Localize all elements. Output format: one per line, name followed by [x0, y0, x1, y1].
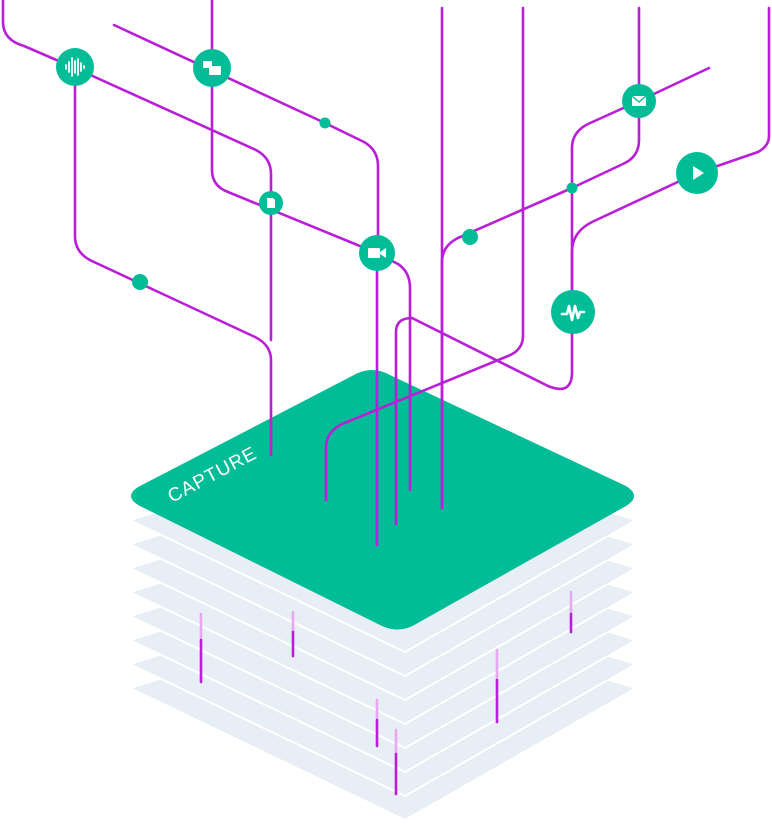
email-flap	[631, 95, 647, 103]
junction-dot	[132, 274, 148, 290]
junction-dot	[462, 229, 478, 245]
wire-path	[210, 0, 379, 547]
chat-bubbles-glyph	[203, 61, 221, 75]
video-camera-node	[359, 235, 395, 271]
audio-waveform-node	[56, 48, 94, 86]
wire-path	[73, 66, 273, 342]
signal-wave-node	[551, 290, 595, 334]
audio-waveform-glyph	[65, 57, 85, 77]
wire-path	[394, 310, 574, 526]
play-node	[676, 152, 718, 194]
wire-path	[570, 6, 771, 314]
play-glyph	[693, 166, 704, 180]
stack-wire-segments	[199, 590, 573, 796]
chat-bubbles-node	[193, 49, 231, 87]
signal-wave-glyph	[560, 304, 586, 322]
capture-plate	[131, 370, 634, 630]
wire-path	[375, 251, 412, 492]
wire-path	[570, 66, 711, 314]
document-node	[259, 191, 283, 215]
document-glyph	[267, 198, 275, 208]
wire-path	[1, 0, 273, 457]
wire-path	[112, 23, 380, 255]
wire-path	[324, 6, 525, 502]
video-camera-glyph	[368, 248, 386, 258]
email-node	[622, 84, 656, 118]
junction-dot	[566, 182, 578, 194]
junction-dot	[319, 117, 331, 129]
junction-dots	[132, 117, 578, 290]
